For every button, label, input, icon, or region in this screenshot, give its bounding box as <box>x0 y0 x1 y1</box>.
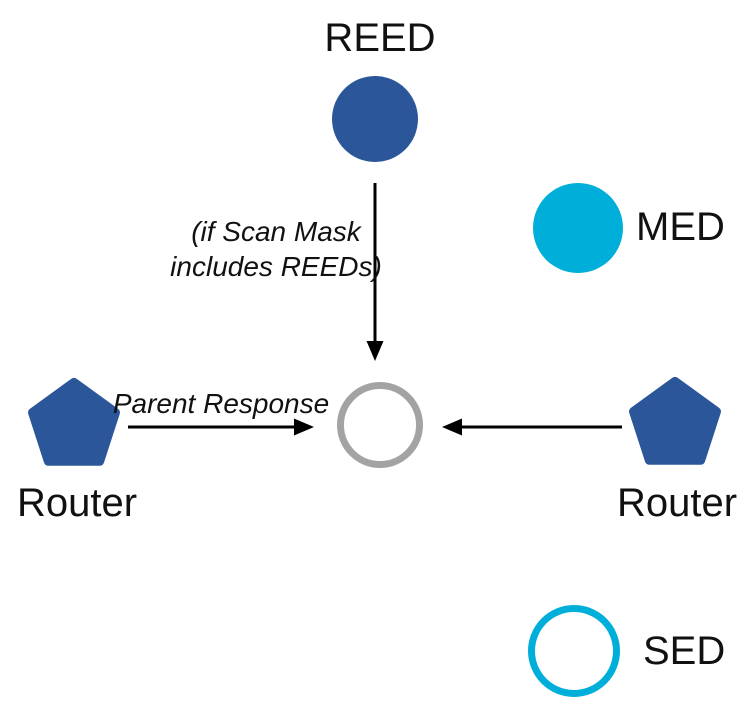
arrow-reed-to-center <box>366 183 384 361</box>
router-right-pentagon-icon <box>629 377 721 465</box>
router-left-pentagon-icon <box>28 378 120 466</box>
scan-mask-annotation-line2: includes REEDs) <box>170 251 382 282</box>
reed-node-icon <box>332 76 418 162</box>
arrow-router-left-to-center <box>128 418 314 436</box>
reed-label: REED <box>324 16 436 60</box>
parent-response-annotation: Parent Response <box>112 388 330 419</box>
med-node-icon <box>533 183 623 273</box>
scan-mask-annotation: (if Scan Mask includes REEDs) <box>170 214 382 284</box>
scan-mask-annotation-line1: (if Scan Mask <box>191 216 361 247</box>
sed-label: SED <box>643 629 726 673</box>
med-label: MED <box>636 205 725 249</box>
center-node-icon <box>337 382 423 468</box>
router-right-label: Router <box>617 481 738 525</box>
sed-node-icon <box>528 605 620 697</box>
router-left-label: Router <box>17 481 138 525</box>
arrow-router-right-to-center <box>442 418 622 436</box>
